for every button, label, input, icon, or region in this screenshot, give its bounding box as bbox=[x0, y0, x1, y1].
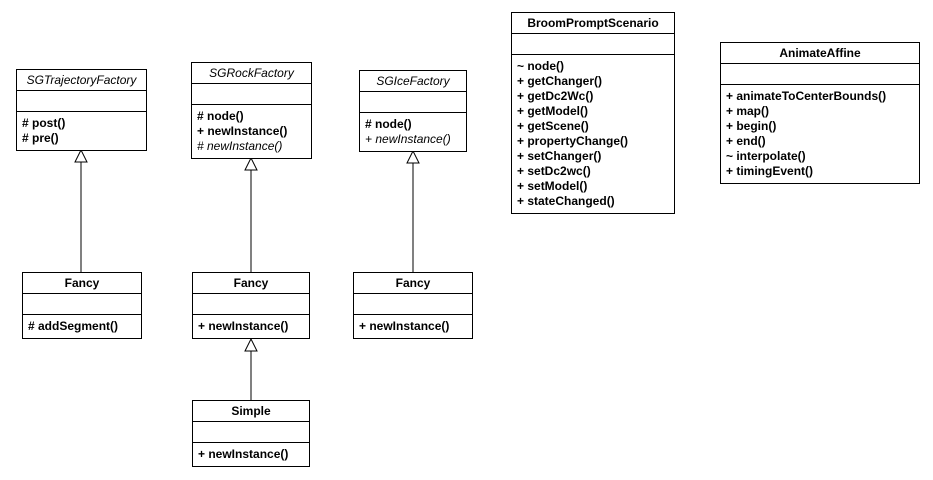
method-label: # post() bbox=[22, 116, 66, 130]
methods-compartment: ~ node() + getChanger() + getDc2Wc() + g… bbox=[512, 55, 674, 213]
methods-compartment: + animateToCenterBounds() + map() + begi… bbox=[721, 85, 919, 183]
generalization-arrowhead bbox=[244, 156, 258, 171]
method-label: + propertyChange() bbox=[517, 134, 629, 148]
attributes-compartment bbox=[17, 91, 146, 112]
method-label: + stateChanged() bbox=[517, 194, 615, 208]
attributes-compartment bbox=[512, 34, 674, 55]
class-name-label: Fancy bbox=[23, 273, 141, 294]
method-label: # pre() bbox=[22, 131, 59, 145]
method-label: + newInstance() bbox=[198, 319, 289, 333]
generalization-arrow bbox=[406, 149, 420, 272]
methods-compartment: # node() + newInstance() # newInstance() bbox=[192, 105, 311, 158]
class-box-fancy-trajectory[interactable]: Fancy # addSegment() bbox=[22, 272, 142, 339]
method-label: + end() bbox=[726, 134, 766, 148]
method-label: + setDc2wc() bbox=[517, 164, 591, 178]
methods-compartment: + newInstance() bbox=[193, 443, 309, 466]
class-name-label: SGRockFactory bbox=[192, 63, 311, 84]
generalization-arrow bbox=[74, 148, 88, 272]
method-label: + timingEvent() bbox=[726, 164, 814, 178]
method-label: + getDc2Wc() bbox=[517, 89, 594, 103]
method-label: # node() bbox=[197, 109, 244, 123]
methods-compartment: # node() + newInstance() bbox=[360, 113, 466, 151]
method-label: + getChanger() bbox=[517, 74, 603, 88]
attributes-compartment bbox=[354, 294, 472, 315]
class-name-label: Simple bbox=[193, 401, 309, 422]
method-label: + newInstance() bbox=[365, 132, 451, 146]
method-label: + getScene() bbox=[517, 119, 589, 133]
methods-compartment: + newInstance() bbox=[354, 315, 472, 338]
method-label: + newInstance() bbox=[197, 124, 288, 138]
class-box-simple[interactable]: Simple + newInstance() bbox=[192, 400, 310, 467]
method-label: # node() bbox=[365, 117, 412, 131]
method-label: # newInstance() bbox=[197, 139, 283, 153]
class-box-broompromptscenario[interactable]: BroomPromptScenario ~ node() + getChange… bbox=[511, 12, 675, 214]
generalization-arrowhead bbox=[74, 148, 88, 163]
methods-compartment: # addSegment() bbox=[23, 315, 141, 338]
class-name-label: SGTrajectoryFactory bbox=[17, 70, 146, 91]
method-label: + setModel() bbox=[517, 179, 588, 193]
method-label: + setChanger() bbox=[517, 149, 602, 163]
methods-compartment: # post() # pre() bbox=[17, 112, 146, 150]
class-name-label: Fancy bbox=[354, 273, 472, 294]
class-box-sgrockfactory[interactable]: SGRockFactory # node() + newInstance() #… bbox=[191, 62, 312, 159]
generalization-arrow bbox=[244, 156, 258, 272]
class-box-fancy-rock[interactable]: Fancy + newInstance() bbox=[192, 272, 310, 339]
class-box-fancy-ice[interactable]: Fancy + newInstance() bbox=[353, 272, 473, 339]
method-label: ~ interpolate() bbox=[726, 149, 806, 163]
attributes-compartment bbox=[193, 294, 309, 315]
generalization-arrowhead bbox=[244, 337, 258, 352]
class-box-sgtrajectoryfactory[interactable]: SGTrajectoryFactory # post() # pre() bbox=[16, 69, 147, 151]
class-box-animateaffine[interactable]: AnimateAffine + animateToCenterBounds() … bbox=[720, 42, 920, 184]
attributes-compartment bbox=[360, 92, 466, 113]
method-label: + map() bbox=[726, 104, 770, 118]
attributes-compartment bbox=[192, 84, 311, 105]
method-label: + animateToCenterBounds() bbox=[726, 89, 887, 103]
class-name-label: SGIceFactory bbox=[360, 71, 466, 92]
class-name-label: AnimateAffine bbox=[721, 43, 919, 64]
method-label: + newInstance() bbox=[198, 447, 289, 461]
method-label: # addSegment() bbox=[28, 319, 119, 333]
method-label: ~ node() bbox=[517, 59, 564, 73]
method-label: + newInstance() bbox=[359, 319, 450, 333]
class-name-label: BroomPromptScenario bbox=[512, 13, 674, 34]
generalization-arrow bbox=[244, 337, 258, 400]
method-label: + getModel() bbox=[517, 104, 588, 118]
method-label: + begin() bbox=[726, 119, 777, 133]
methods-compartment: + newInstance() bbox=[193, 315, 309, 338]
attributes-compartment bbox=[721, 64, 919, 85]
attributes-compartment bbox=[23, 294, 141, 315]
generalization-arrowhead bbox=[406, 149, 420, 164]
attributes-compartment bbox=[193, 422, 309, 443]
class-name-label: Fancy bbox=[193, 273, 309, 294]
class-box-sgicefactory[interactable]: SGIceFactory # node() + newInstance() bbox=[359, 70, 467, 152]
